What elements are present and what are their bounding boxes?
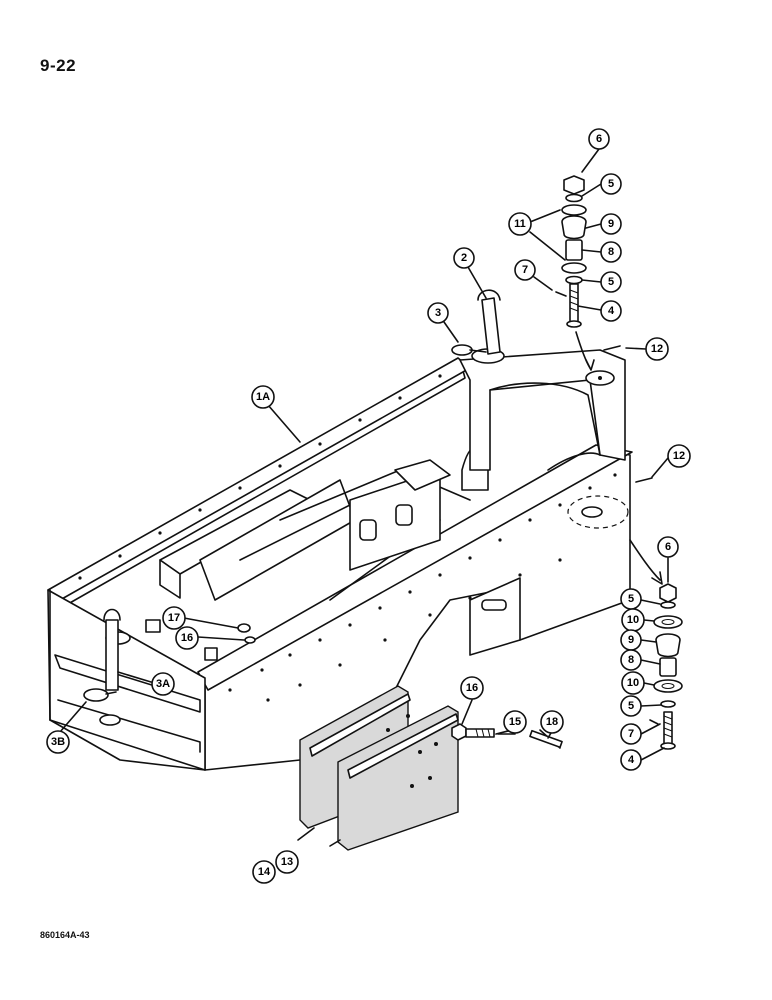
svg-text:5: 5 [608, 178, 614, 190]
pin-assembly-front [83, 608, 121, 702]
callout-10-lower-b: 10 [621, 671, 645, 695]
callout-4-upper: 4 [600, 300, 622, 322]
svg-text:2: 2 [461, 252, 467, 264]
svg-text:18: 18 [546, 716, 558, 728]
callout-18: 18 [540, 710, 564, 734]
upper-mount-stack [555, 175, 653, 483]
callout-8-lower: 8 [620, 649, 642, 671]
svg-text:7: 7 [628, 728, 634, 740]
pin-assembly-top [451, 289, 501, 356]
callout-16-frame: 16 [175, 626, 199, 650]
svg-text:10: 10 [627, 614, 639, 626]
page-number: 9-22 [40, 56, 77, 75]
callout-5-lower-b: 5 [620, 695, 642, 717]
svg-text:5: 5 [628, 593, 634, 605]
svg-text:15: 15 [509, 716, 521, 728]
svg-text:8: 8 [608, 246, 614, 258]
svg-text:17: 17 [168, 612, 180, 624]
callout-9-lower: 9 [620, 629, 642, 651]
callout-7-upper: 7 [514, 259, 536, 281]
callout-2: 2 [453, 247, 475, 269]
callout-16-bolt: 16 [460, 676, 484, 700]
callout-11: 11 [508, 212, 532, 236]
svg-text:3: 3 [435, 307, 441, 319]
svg-text:13: 13 [281, 856, 293, 868]
callout-9-upper: 9 [600, 213, 622, 235]
callout-5-upper-a: 5 [600, 173, 622, 195]
callout-6-lower: 6 [657, 536, 679, 558]
svg-text:14: 14 [258, 866, 271, 878]
svg-text:16: 16 [466, 682, 478, 694]
callout-3b: 3B [46, 730, 70, 754]
callout-15: 15 [503, 710, 527, 734]
callout-3a: 3A [151, 672, 175, 696]
svg-text:8: 8 [628, 654, 634, 666]
leader-lines [59, 148, 669, 761]
callout-17: 17 [162, 606, 186, 630]
svg-text:4: 4 [628, 754, 635, 766]
svg-text:1A: 1A [256, 391, 270, 403]
figure-code: 860164A-43 [40, 930, 90, 940]
callout-4-lower: 4 [620, 749, 642, 771]
svg-text:9: 9 [608, 218, 614, 230]
svg-text:9: 9 [628, 634, 634, 646]
svg-text:6: 6 [596, 133, 602, 145]
svg-text:16: 16 [181, 632, 193, 644]
svg-text:11: 11 [514, 218, 526, 230]
callout-13: 13 [275, 850, 299, 874]
callout-14: 14 [252, 860, 276, 884]
lower-mount-stack [629, 539, 683, 750]
callout-8-upper: 8 [600, 241, 622, 263]
callout-12-upper: 12 [645, 337, 669, 361]
svg-text:5: 5 [628, 700, 634, 712]
callout-7-lower: 7 [620, 723, 642, 745]
svg-text:3A: 3A [156, 678, 170, 690]
callout-5-upper-b: 5 [600, 271, 622, 293]
svg-text:4: 4 [608, 305, 615, 317]
counterweights [297, 685, 459, 851]
svg-text:7: 7 [522, 264, 528, 276]
callout-10-lower-a: 10 [621, 608, 645, 632]
svg-text:5: 5 [608, 276, 614, 288]
main-frame [47, 348, 633, 771]
svg-text:10: 10 [627, 677, 639, 689]
svg-text:6: 6 [665, 541, 671, 553]
callout-12-lower: 12 [667, 444, 691, 468]
callout-5-lower-a: 5 [620, 588, 642, 610]
callout-1a: 1A [251, 385, 275, 409]
callout-3: 3 [427, 302, 449, 324]
svg-text:12: 12 [673, 450, 685, 462]
callout-6-upper: 6 [588, 128, 610, 150]
svg-text:12: 12 [651, 343, 663, 355]
svg-text:3B: 3B [51, 736, 65, 748]
